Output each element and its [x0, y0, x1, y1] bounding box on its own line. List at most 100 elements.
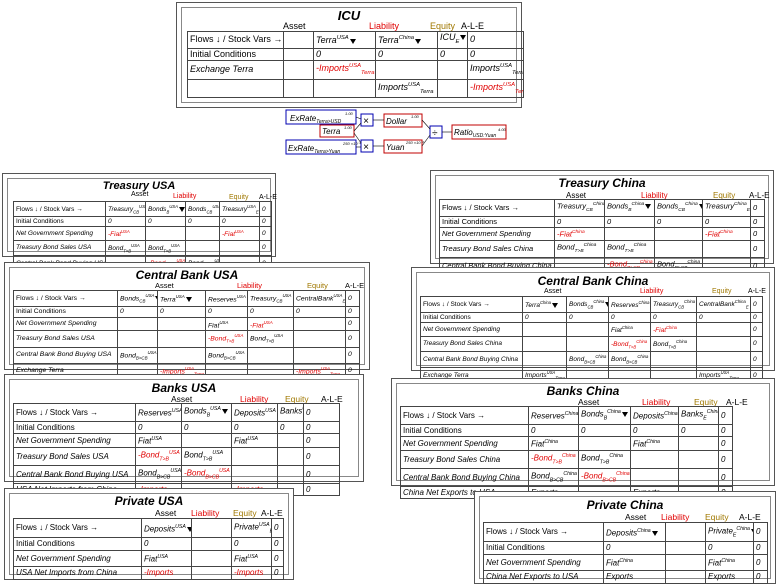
banks-usa-asset-header: Asset — [171, 394, 193, 404]
table-cell: 0 — [345, 346, 360, 364]
terra-node[interactable] — [319, 124, 355, 138]
stock-var-header[interactable]: PrivateEChina — [705, 521, 754, 543]
table-cell — [283, 78, 314, 99]
dropdown-arrow-icon[interactable] — [651, 530, 658, 536]
flow-label: Initial Conditions — [420, 311, 523, 324]
stock-var-header[interactable]: BondsBChina — [578, 405, 631, 426]
stock-var-header[interactable]: DepositsUSA — [141, 517, 192, 539]
table-cell — [665, 554, 706, 571]
stock-var-header[interactable]: TreasuryCBUSA — [247, 289, 294, 308]
flow-label: Central Bank Bond Buying China — [420, 351, 523, 368]
stock-var-header[interactable]: BondsBChina — [604, 199, 655, 217]
stock-var-header[interactable]: DepositsUSA — [231, 402, 278, 423]
dropdown-arrow-icon[interactable] — [221, 409, 228, 415]
stock-var-header[interactable]: TerraChina — [375, 31, 438, 49]
table-cell: FiatChina — [608, 322, 651, 337]
stock-var-header[interactable]: TreasuryCBChina — [554, 199, 605, 217]
stock-var-header[interactable]: TreasuryCBChina — [650, 296, 697, 313]
stock-var-header[interactable]: ICUE — [437, 31, 468, 49]
dropdown-arrow-icon[interactable] — [186, 526, 191, 532]
table-cell: FiatUSA — [135, 433, 182, 448]
table-cell: 0 — [650, 311, 697, 324]
table-cell: -BondT>BChina — [608, 335, 651, 353]
stock-var-header[interactable]: BondsCBChina — [654, 199, 703, 217]
table-cell: 0 — [718, 449, 733, 470]
private-china-title: Private China — [586, 498, 664, 512]
stock-var-header[interactable]: BondsCBUSA — [117, 289, 158, 308]
stock-var-header: 0 — [259, 200, 272, 218]
table-cell: 0 — [185, 216, 220, 228]
stock-var-header[interactable] — [191, 517, 232, 539]
flow-label: Net Government Spending — [420, 322, 523, 337]
icu-ale-header: A-L-E — [461, 21, 485, 31]
multiply-icon-yuan: × — [363, 142, 369, 153]
dropdown-arrow-icon[interactable] — [551, 303, 558, 309]
stock-var-header[interactable]: TreasuryChinaE — [702, 199, 751, 217]
exrate-yuan-node[interactable] — [285, 139, 357, 155]
dropdown-arrow-icon[interactable] — [460, 35, 467, 41]
dropdown-arrow-icon[interactable] — [185, 297, 192, 303]
dropdown-arrow-icon[interactable] — [698, 204, 702, 210]
stock-var-header[interactable]: DepositsChina — [603, 521, 666, 543]
stock-var-header[interactable]: CentralBankUSAE — [293, 289, 346, 308]
dropdown-arrow-icon[interactable] — [178, 206, 185, 212]
table-cell — [696, 322, 751, 337]
stock-var-header[interactable]: BondsBUSA — [181, 402, 232, 423]
table-row: Net Government Spending-FiatChina-FiatCh… — [439, 227, 765, 241]
dropdown-arrow-icon[interactable] — [621, 412, 628, 418]
table-cell — [665, 569, 706, 584]
stock-var-header[interactable]: BanksUSAE — [277, 402, 304, 423]
table-cell — [678, 436, 719, 451]
dollar-node[interactable] — [383, 113, 423, 128]
ratio-label: RatioUSD:Yuan — [454, 128, 496, 139]
stock-var-header[interactable]: ReservesChina — [528, 405, 579, 426]
stock-var-header[interactable]: TerraUSA — [157, 289, 206, 308]
link-exrate-usd-mult — [355, 116, 362, 120]
stock-var-header[interactable]: BondsCBUSA — [185, 200, 220, 218]
stock-var-header[interactable]: TreasuryUSAE — [219, 200, 260, 218]
stock-var-header[interactable]: ReservesUSA — [205, 289, 248, 308]
dropdown-arrow-icon[interactable] — [155, 295, 157, 301]
exrate-usd-node[interactable] — [285, 109, 357, 125]
stock-var-header[interactable]: ReservesChina — [608, 296, 651, 313]
stock-var-header[interactable]: BondsCBChina — [566, 296, 609, 313]
dropdown-arrow-icon[interactable] — [645, 204, 652, 210]
flow-label: Initial Conditions — [13, 537, 142, 552]
dropdown-arrow-icon[interactable] — [414, 38, 421, 44]
stock-var-header[interactable]: TreasuryCBUSA — [105, 200, 146, 218]
stock-var-header[interactable]: CentralBankChinaE — [696, 296, 751, 313]
stock-var-header[interactable]: TerraChina — [522, 296, 567, 313]
stock-var-header[interactable]: BanksEChina — [678, 405, 719, 426]
ratio-node[interactable] — [451, 124, 507, 140]
flow-label — [187, 78, 284, 99]
stock-var-header[interactable]: TerraUSA — [313, 31, 376, 49]
table-cell — [313, 78, 376, 99]
stock-var-header[interactable]: PrivateUSAE — [231, 517, 272, 539]
dropdown-arrow-icon[interactable] — [349, 38, 356, 44]
stock-var-header[interactable]: ReservesUSA — [135, 402, 182, 423]
table-cell — [157, 330, 206, 348]
stock-var-header[interactable] — [665, 521, 706, 543]
stock-var-header[interactable] — [283, 31, 314, 49]
stock-var-header[interactable]: DepositsChina — [630, 405, 679, 426]
table-cell: FiatUSA — [205, 316, 248, 332]
flow-label: Initial Conditions — [400, 424, 529, 438]
table-cell: BondB>CBChina — [528, 468, 579, 488]
stock-var-header[interactable]: BondsBUSA — [145, 200, 186, 218]
yuan-node[interactable] — [383, 139, 423, 154]
cb-usa-ale-header: A-L-E — [345, 281, 365, 290]
dropdown-arrow-icon[interactable] — [750, 529, 753, 535]
multiply-node-usd — [360, 113, 374, 127]
link-dollar-div — [421, 119, 431, 130]
dropdown-arrow-icon[interactable] — [605, 301, 608, 307]
table-cell: 0 — [303, 433, 340, 448]
